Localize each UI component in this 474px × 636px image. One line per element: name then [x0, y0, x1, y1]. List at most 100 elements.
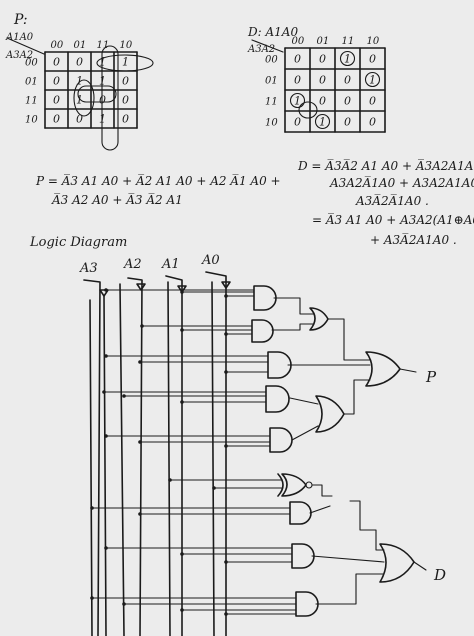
kmap-p-row-header: 10 [25, 115, 38, 126]
junction-dot [212, 486, 216, 490]
kmap-d-cell-value: 1 [344, 53, 351, 66]
or-gate-d [379, 543, 415, 583]
or-gate-mid [315, 395, 345, 433]
junction-dot [104, 354, 108, 358]
wire [315, 573, 385, 605]
kmap-p-cell-value: 0 [122, 94, 129, 107]
junction-dot [90, 596, 94, 600]
kmap-p-cell-value: 0 [76, 113, 83, 126]
output-label-p: P [425, 368, 437, 386]
junction-dot [138, 360, 142, 364]
input-label-a0: A0 [201, 253, 220, 268]
kmap-p-equation-line2: A̅3 A2 A0 + A̅3 A̅2 A1 [51, 192, 183, 207]
kmap-d-cell-circle [364, 71, 381, 88]
wire [327, 318, 371, 361]
kmap-d-row-header: 11 [265, 97, 278, 108]
kmap-d-row-header: 01 [265, 76, 278, 87]
kmap-p-row-header: 11 [25, 96, 38, 107]
junction-dot [180, 328, 184, 332]
kmap-d-row-header: 00 [265, 55, 278, 66]
kmap-d-cell-circle [339, 50, 356, 67]
junction-dot [224, 612, 228, 616]
kmap-p-cell-value: 1 [76, 75, 83, 88]
kmap-p-cell-value: 0 [122, 113, 129, 126]
kmap-p-cell-value: 0 [76, 56, 83, 69]
rail-a0-inv [211, 281, 215, 636]
kmap-p-row-var: A3A2 [5, 50, 33, 61]
kmap-d-cell-value: 0 [294, 74, 301, 87]
inverter-a2 [136, 283, 146, 291]
kmap-d-col-header: 00 [292, 36, 305, 47]
kmap-p-title: P: [13, 12, 28, 28]
input-label-a1: A1 [161, 257, 180, 272]
kmap-d-cell-value: 1 [369, 74, 376, 87]
kmap-d-cell-circle [289, 92, 306, 109]
xor-gate-back [277, 473, 284, 497]
kmap-d-cell-circle [314, 113, 331, 130]
inverter-a1 [177, 285, 187, 293]
wire [311, 484, 333, 497]
kmap-p-col-header: 11 [97, 40, 110, 51]
kmap-d-row-header: 10 [265, 118, 278, 129]
kmap-p-group-oval [96, 54, 154, 72]
kmap-p-cell-value: 0 [53, 94, 60, 107]
junction-dot [122, 602, 126, 606]
kmap-d-row-var: A3A2 [247, 44, 275, 55]
kmap-p-col-header: 10 [120, 40, 133, 51]
wire-output-p [399, 368, 417, 373]
rail-a3-bus [89, 299, 93, 636]
junction-dot [104, 546, 108, 550]
kmap-p-cell-value: 0 [53, 113, 60, 126]
kmap-d-col-header: 11 [342, 36, 355, 47]
kmap-d-cell-value: 0 [319, 53, 326, 66]
kmap-d-equation-line4: = A̅3 A1 A0 + A3A2(A1⊕A0) [312, 212, 474, 227]
inverter-a0 [221, 281, 231, 289]
and-gate [265, 385, 290, 413]
kmap-p-equation-line1: P = A̅3 A1 A0 + A̅2 A1 A0 + A2 A̅1 A0 + [35, 173, 281, 188]
input-label-a2: A2 [123, 257, 142, 272]
junction-dot [140, 324, 144, 328]
kmap-p-row-header: 00 [25, 58, 38, 69]
kmap-p-group-oval [77, 85, 117, 103]
logic-diagram-title: Logic Diagram [29, 235, 127, 250]
kmap-p-group-oval [101, 45, 119, 151]
rail-a3-inv [103, 295, 107, 636]
junction-dot [180, 290, 184, 294]
kmap-p-col-header: 01 [74, 40, 87, 51]
kmap-d-cell-value: 0 [369, 95, 376, 108]
kmap-p-cell-value: 0 [53, 56, 60, 69]
kmap-d-corner-diagonal [251, 39, 284, 53]
and-gates [90, 285, 319, 617]
input-rails [83, 271, 231, 636]
kmap-d-equation-line2: A3A2A̅1A0 + A3A2A1A0 + [329, 175, 474, 190]
kmap-d-cell-value: 0 [344, 74, 351, 87]
input-label-a3: A3 [79, 261, 98, 276]
kmap-d-cell-value: 0 [319, 74, 326, 87]
xor-gate-bubble [305, 481, 313, 489]
wire [289, 397, 319, 405]
junction-dot [224, 332, 228, 336]
kmap-p-group-oval [73, 79, 95, 117]
wire [273, 297, 315, 315]
junction-dot [224, 370, 228, 374]
rail-a2 [127, 277, 143, 636]
and-gate [269, 427, 293, 453]
junction-dot [224, 444, 228, 448]
or-gate-p [365, 351, 401, 387]
junction-dot [168, 478, 172, 482]
kmap-d-equation-line3: A3A̅2A̅1A0 . [355, 193, 429, 208]
kmap-p-cell-value: 1 [122, 56, 129, 69]
xor-gate [281, 473, 307, 497]
and-gate [295, 591, 319, 617]
junction-dot [122, 394, 126, 398]
rail-a0 [205, 271, 227, 636]
kmap-d-equation-line1: D = A̅3A̅2 A1 A0 + A̅3A2A1A0 + [297, 158, 474, 173]
kmap-d-cell-value: 0 [344, 116, 351, 129]
junction-dot [104, 434, 108, 438]
wire [291, 425, 319, 441]
junction-dot [90, 506, 94, 510]
kmap-d-cell-value: 0 [369, 116, 376, 129]
kmap-p-cell-value: 0 [122, 75, 129, 88]
